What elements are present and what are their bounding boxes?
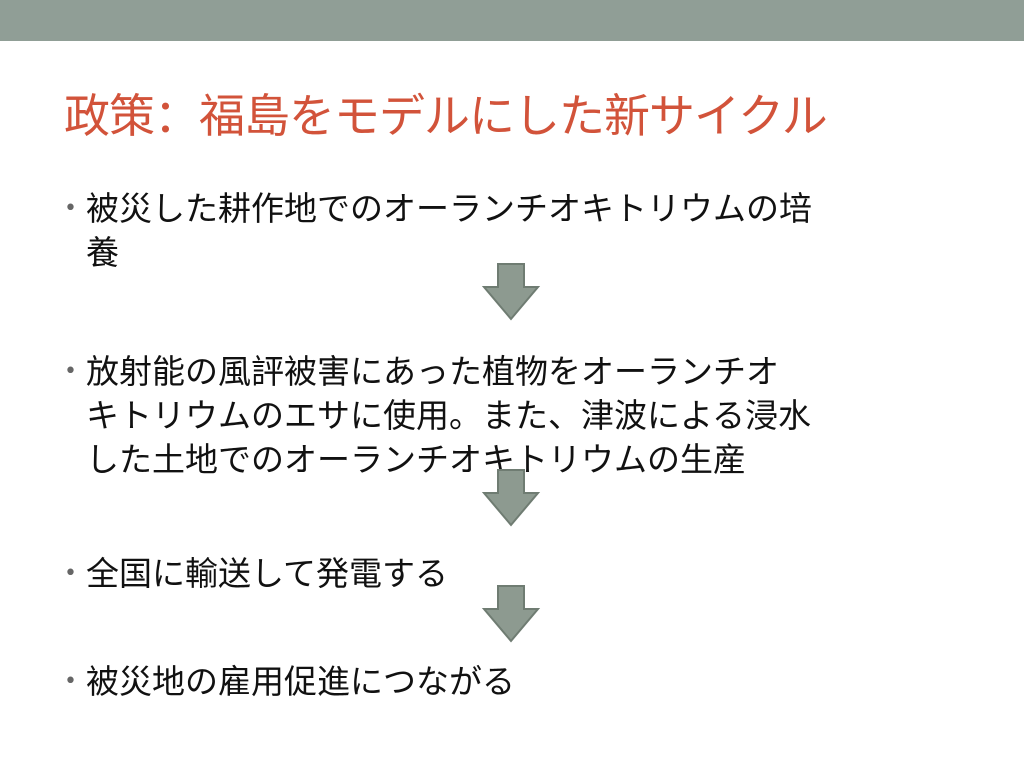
- down-arrow-icon: [481, 469, 541, 527]
- bullet-text: 被災した耕作地でのオーランチオキトリウムの培 養: [86, 189, 812, 272]
- bullet-item-2: • 放射能の風評被害にあった植物をオーランチオ キトリウムのエサに使用。また、津…: [64, 350, 964, 482]
- down-arrow-icon: [481, 263, 541, 321]
- bullet-item-4: • 被災地の雇用促進につながる: [64, 660, 964, 704]
- top-band: [0, 0, 1024, 41]
- bullet-marker: •: [64, 561, 77, 586]
- bullet-marker: •: [64, 359, 77, 384]
- bullet-text: 放射能の風評被害にあった植物をオーランチオ キトリウムのエサに使用。また、津波に…: [86, 352, 812, 479]
- bullet-item-1: • 被災した耕作地でのオーランチオキトリウムの培 養: [64, 187, 964, 275]
- down-arrow-icon: [481, 585, 541, 643]
- bullet-marker: •: [64, 196, 77, 221]
- bullet-item-3: • 全国に輸送して発電する: [64, 552, 964, 596]
- bullet-text: 全国に輸送して発電する: [86, 554, 449, 593]
- bullet-text: 被災地の雇用促進につながる: [86, 662, 515, 701]
- slide-title: 政策：福島をモデルにした新サイクル: [64, 89, 828, 143]
- bullet-marker: •: [64, 669, 77, 694]
